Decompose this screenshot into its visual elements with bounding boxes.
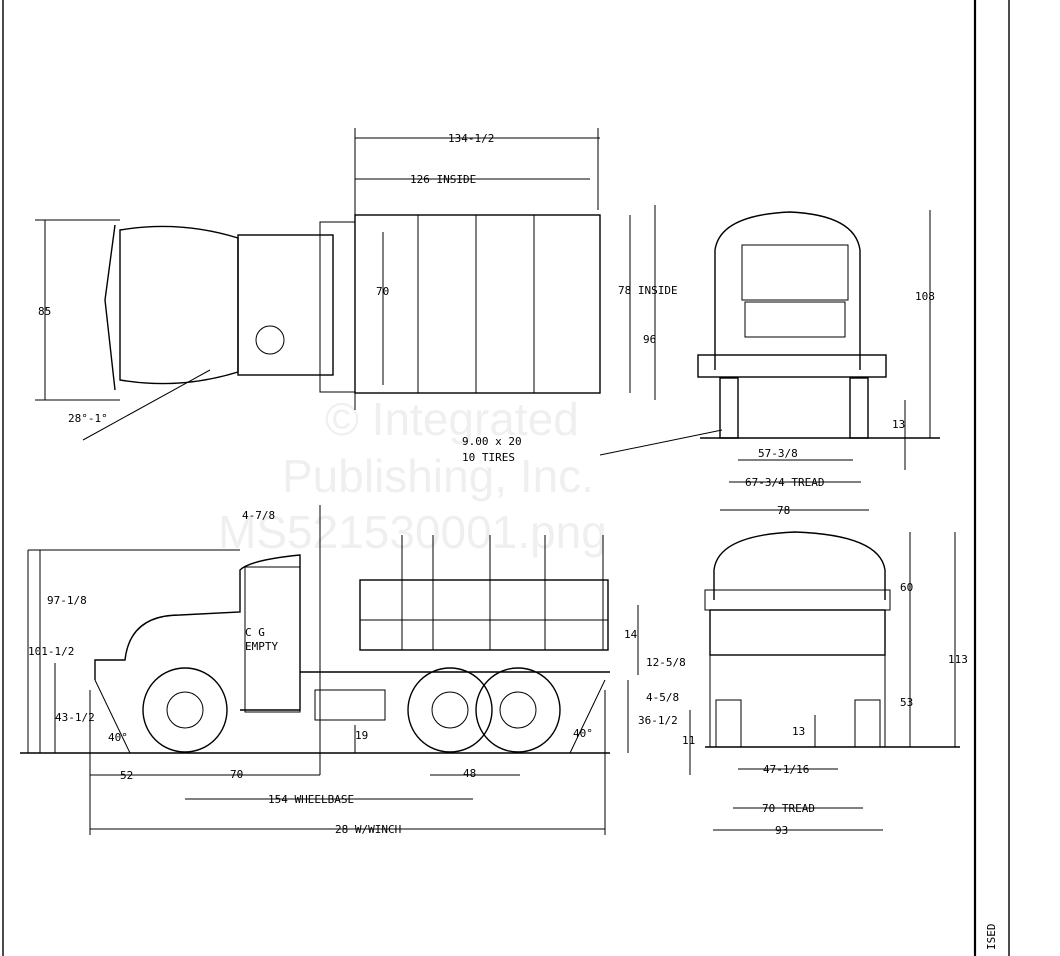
dim-bed-height: 12-5/8	[646, 656, 686, 669]
hood-top	[119, 225, 239, 385]
dim-inner-width: 70	[376, 285, 389, 298]
dim-rear-tread: 70 TREAD	[762, 802, 815, 815]
dim-front-tread: 67-3/4 TREAD	[745, 476, 824, 489]
spare-wheel	[255, 325, 285, 355]
dim-front-to-cg: 70	[230, 768, 243, 781]
tire-count: 10 TIRES	[462, 451, 515, 464]
rear-wheel-2	[475, 667, 561, 753]
dim-inside-width: 78 INSIDE	[618, 284, 678, 297]
cg-empty-label: EMPTY	[245, 640, 278, 653]
door	[244, 566, 301, 713]
margin-text: ISED	[985, 924, 998, 951]
dim-overall-width: 96	[643, 333, 656, 346]
rear-tire-right	[854, 699, 881, 748]
dim-front-height: 108	[915, 290, 935, 303]
dim-frame-height: 4-5/8	[646, 691, 679, 704]
cargo-rack	[359, 579, 609, 651]
dim-cab-height: 97-1/8	[47, 594, 87, 607]
windshield	[741, 244, 849, 301]
dim-rear-bed-height: 53	[900, 696, 913, 709]
front-tire-right	[849, 377, 869, 439]
tire-size: 9.00 x 20	[462, 435, 522, 448]
departure-angle: 40°	[573, 727, 593, 740]
dim-inside-length: 126 INSIDE	[410, 173, 476, 186]
grille	[744, 301, 846, 338]
dim-rear-width: 93	[775, 824, 788, 837]
dim-rack-height: 14	[624, 628, 638, 641]
front-view: 108 13 9.00 x 20 10 TIRES 57-3/8 67-3/4 …	[462, 210, 940, 517]
dim-bed-length: 134-1/2	[448, 132, 494, 145]
dim-axle-clearance: 11	[682, 734, 695, 747]
dim-front-width: 78	[777, 504, 790, 517]
rear-wheel-1	[407, 667, 493, 753]
bumper	[697, 354, 887, 378]
cab-top	[237, 234, 334, 376]
svg-text:© Integrated: © Integrated	[325, 393, 579, 445]
dim-clearance-under: 19	[355, 729, 368, 742]
dim-overall-length: 28 W/WINCH	[335, 823, 401, 836]
front-tire-left	[719, 377, 739, 439]
dim-rear-overall-height: 113	[948, 653, 968, 666]
cab-front	[714, 211, 861, 370]
watermark: © Integrated Publishing, Inc. MS52153000…	[218, 393, 607, 558]
svg-text:Publishing, Inc.: Publishing, Inc.	[282, 450, 594, 502]
dim-front-bumper-height: 43-1/2	[55, 711, 95, 724]
dim-front-inner-track: 57-3/8	[758, 447, 798, 460]
turn-angle: 28°-1°	[68, 412, 108, 425]
rear-tire-left	[715, 699, 742, 748]
tailgate	[709, 609, 886, 656]
dim-stack-offset: 4-7/8	[242, 509, 275, 522]
cg-label: C G	[245, 626, 265, 639]
dim-front-overhang: 52	[120, 769, 133, 782]
dim-rear-height: 36-1/2	[638, 714, 678, 727]
front-wheel	[142, 667, 228, 753]
cargo-bed-outline	[354, 214, 601, 394]
approach-angle: 40°	[108, 731, 128, 744]
dim-canvas-height: 60	[900, 581, 913, 594]
svg-text:MS521530001.png: MS521530001.png	[218, 506, 607, 558]
canvas-cover	[713, 531, 886, 600]
dim-rear-clearance: 13	[792, 725, 805, 738]
dim-ground-clearance: 13	[892, 418, 905, 431]
rear-view: 60 113 53 13 47-1/16 70 TREAD 93	[704, 531, 968, 837]
dim-rear-inner-track: 47-1/16	[763, 763, 809, 776]
dim-tandem-spacing: 48	[463, 767, 476, 780]
cab-and-hood	[94, 554, 301, 711]
dim-cab-width: 85	[38, 305, 51, 318]
side-view: 4-7/8 97-1/8 101-1/2 C G EMPTY 14 12-5/8…	[20, 505, 695, 836]
dim-wheelbase: 154 WHEELBASE	[268, 793, 354, 806]
fuel-tank	[314, 689, 386, 721]
top-view: 134-1/2 126 INSIDE 85 70 78 INSIDE 96 28…	[35, 128, 678, 441]
dim-overall-height: 101-1/2	[28, 645, 74, 658]
